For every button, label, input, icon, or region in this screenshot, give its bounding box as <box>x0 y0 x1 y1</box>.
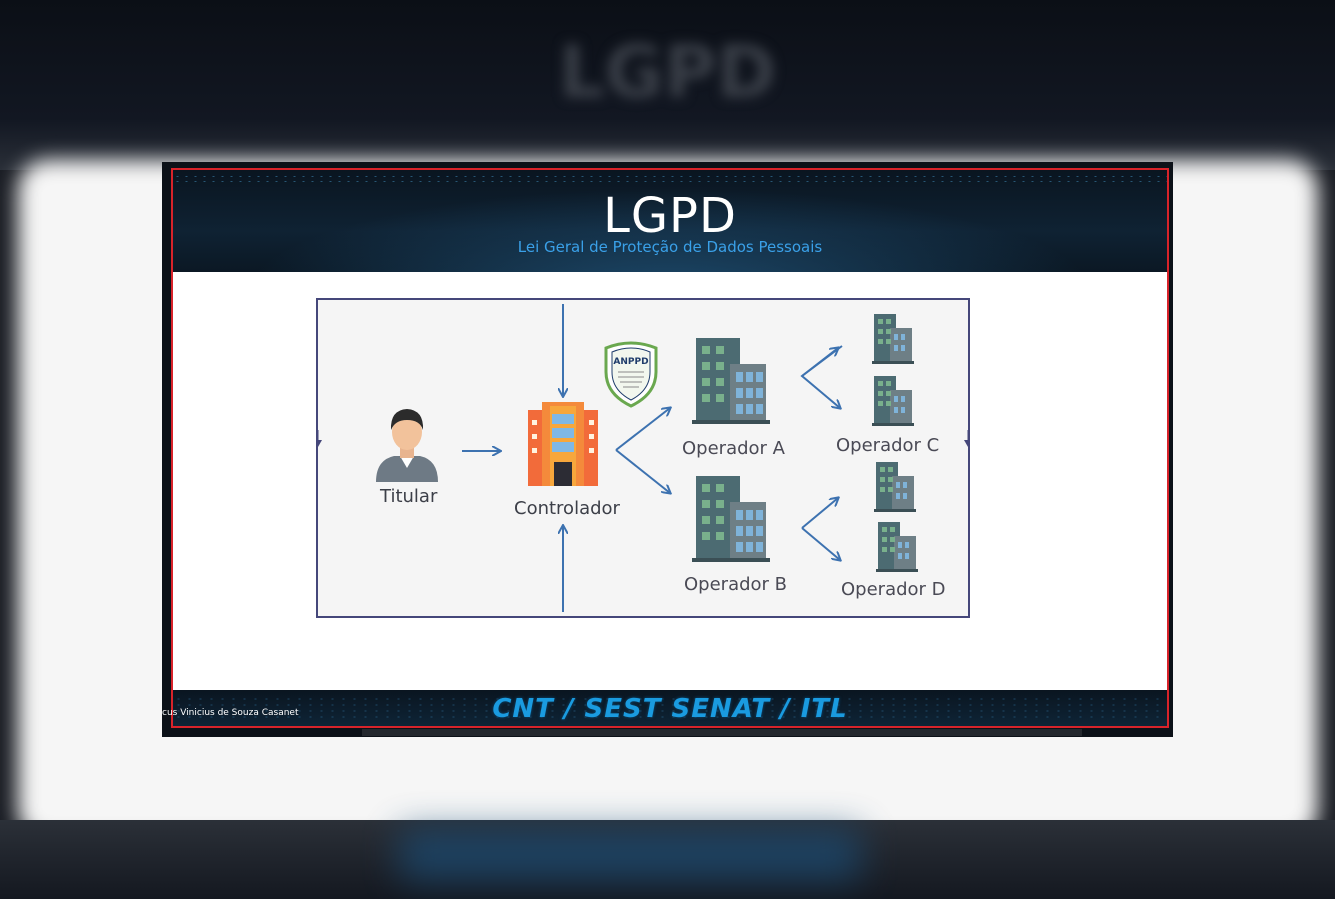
arrow-to-operador-b <box>615 449 670 493</box>
video-bottom-bar <box>362 729 1082 736</box>
presentation-frame: LGPD Lei Geral de Proteção de Dados Pess… <box>162 162 1173 737</box>
label-operador-a: Operador A <box>682 438 785 459</box>
label-operador-d: Operador D <box>841 579 946 600</box>
label-controlador: Controlador <box>514 498 620 519</box>
office-building-icon <box>876 522 918 572</box>
office-building-icon <box>692 476 770 562</box>
blurred-title-echo: LGPD <box>558 30 777 114</box>
person-icon <box>376 409 438 482</box>
arrow-a-to-c-upper <box>801 348 838 377</box>
office-building-icon <box>872 376 914 426</box>
arrow-to-operador-a <box>615 408 670 451</box>
anppd-shield-icon: ANPPD <box>604 341 658 408</box>
lgpd-flow-diagram: ANPPD <box>316 298 970 618</box>
arrow-b-to-d-upper <box>801 498 838 529</box>
footer-brand: CNT / SEST SENAT / ITL <box>492 694 848 724</box>
office-building-icon <box>528 402 598 486</box>
slide-footer: CNT / SEST SENAT / ITL <box>173 690 1167 726</box>
speaker-name-label: cus Vinicius de Souza Casanet <box>162 708 299 718</box>
badge-text: ANPPD <box>613 357 648 367</box>
arrow-b-to-d-lower <box>801 527 840 560</box>
office-building-icon <box>692 338 770 424</box>
slide-title: LGPD <box>603 188 737 244</box>
office-building-icon <box>872 314 914 364</box>
slide: LGPD Lei Geral de Proteção de Dados Pess… <box>171 168 1169 728</box>
label-operador-c: Operador C <box>836 435 940 456</box>
office-building-icon <box>874 462 916 512</box>
slide-subtitle: Lei Geral de Proteção de Dados Pessoais <box>517 238 823 256</box>
label-operador-b: Operador B <box>684 574 788 595</box>
label-titular: Titular <box>380 486 438 507</box>
diagram-graphics: ANPPD <box>318 304 968 612</box>
slide-header: LGPD Lei Geral de Proteção de Dados Pess… <box>173 170 1167 272</box>
arrow-a-to-c <box>800 345 843 408</box>
